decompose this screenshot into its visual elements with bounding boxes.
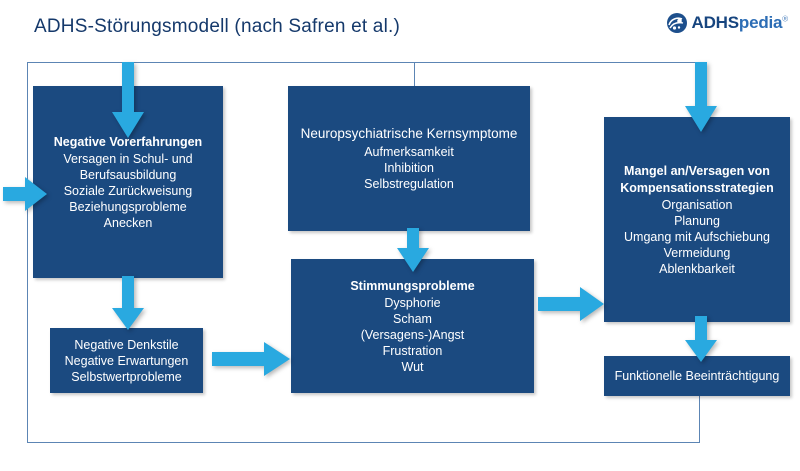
arrow-core-to-stimmung (395, 228, 431, 274)
arrow-denkstile-to-stimmung (212, 340, 292, 378)
node-line: Beziehungsprobleme (69, 199, 187, 214)
arrow-feedback-to-vorerfahrungen (3, 175, 49, 213)
node-line: Wut (401, 359, 424, 374)
logo-text-adhs: ADHS (691, 13, 740, 32)
node-line: Soziale Zurückweisung (63, 183, 193, 198)
node-kompensationsstrategien[interactable]: Mangel an/Versagen von Kompensationsstra… (604, 117, 790, 322)
feedback-loop-funktionell-drop (699, 396, 700, 442)
node-line: Funktionelle Beeinträchtigung (614, 369, 780, 383)
arrow-core-to-vorerfahrungen (110, 62, 146, 140)
node-line: (Versagens-)Angst (360, 327, 465, 342)
node-line: Inhibition (383, 160, 435, 175)
adhspedia-logo[interactable]: ADHSpedia® (666, 8, 788, 38)
arrow-vorerfahrungen-to-denkstile (110, 276, 146, 332)
feedback-loop-core-stem (414, 62, 415, 87)
arrow-core-to-kompensation (683, 62, 719, 134)
node-line: Scham (393, 311, 432, 326)
feedback-loop-top (126, 62, 700, 63)
arrow-kompensation-to-funktionell (683, 316, 719, 364)
node-line: Vermeidung (663, 245, 731, 260)
node-line: Negative Denkstile (74, 337, 179, 352)
node-line: Selbstregulation (364, 176, 454, 191)
feedback-loop-left-top (27, 62, 127, 63)
node-line: Selbstwertprobleme (71, 369, 182, 384)
node-heading: Mangel an/Versagen von (624, 163, 770, 178)
node-line: Aufmerksamkeit (364, 144, 454, 159)
node-neuropsychiatrische-kernsymptome[interactable]: Neuropsychiatrische Kernsymptome Aufmerk… (288, 86, 530, 231)
node-funktionelle-beeintraechtigung[interactable]: Funktionelle Beeinträchtigung (604, 356, 790, 396)
arrow-stimmung-to-kompensation (538, 285, 606, 323)
node-line: Anecken (103, 215, 153, 230)
node-heading: Neuropsychiatrische Kernsymptome (300, 126, 518, 142)
node-line: Dysphorie (384, 295, 441, 310)
node-heading: Stimmungsprobleme (350, 278, 475, 293)
logo-wordmark: ADHSpedia® (691, 13, 789, 33)
node-line: Frustration (382, 343, 443, 358)
node-line: Berufsausbildung (79, 167, 177, 182)
logo-text-pedia: pedia (738, 13, 783, 32)
node-line: Planung (674, 213, 720, 228)
registered-trademark-icon: ® (782, 14, 788, 24)
node-heading-second-line: Kompensationsstrategien (620, 180, 774, 195)
node-line: Negative Erwartungen (64, 353, 189, 368)
page-title: ADHS-Störungsmodell (nach Safren et al.) (34, 16, 400, 37)
node-heading: Negative Vorerfahrungen (53, 134, 203, 149)
node-line: Organisation (661, 197, 733, 212)
node-line: Ablenkbarkeit (659, 261, 735, 276)
node-stimmungsprobleme[interactable]: Stimmungsprobleme Dysphorie Scham (Versa… (291, 259, 534, 393)
feedback-loop-left (27, 62, 28, 442)
node-line: Umgang mit Aufschiebung (624, 229, 770, 244)
brain-circle-icon (666, 12, 688, 34)
node-negative-denkstile[interactable]: Negative Denkstile Negative Erwartungen … (50, 328, 203, 393)
feedback-loop-bottom (27, 442, 700, 443)
node-line: Versagen in Schul- und (63, 151, 193, 166)
node-negative-vorerfahrungen[interactable]: Negative Vorerfahrungen Versagen in Schu… (33, 86, 223, 278)
